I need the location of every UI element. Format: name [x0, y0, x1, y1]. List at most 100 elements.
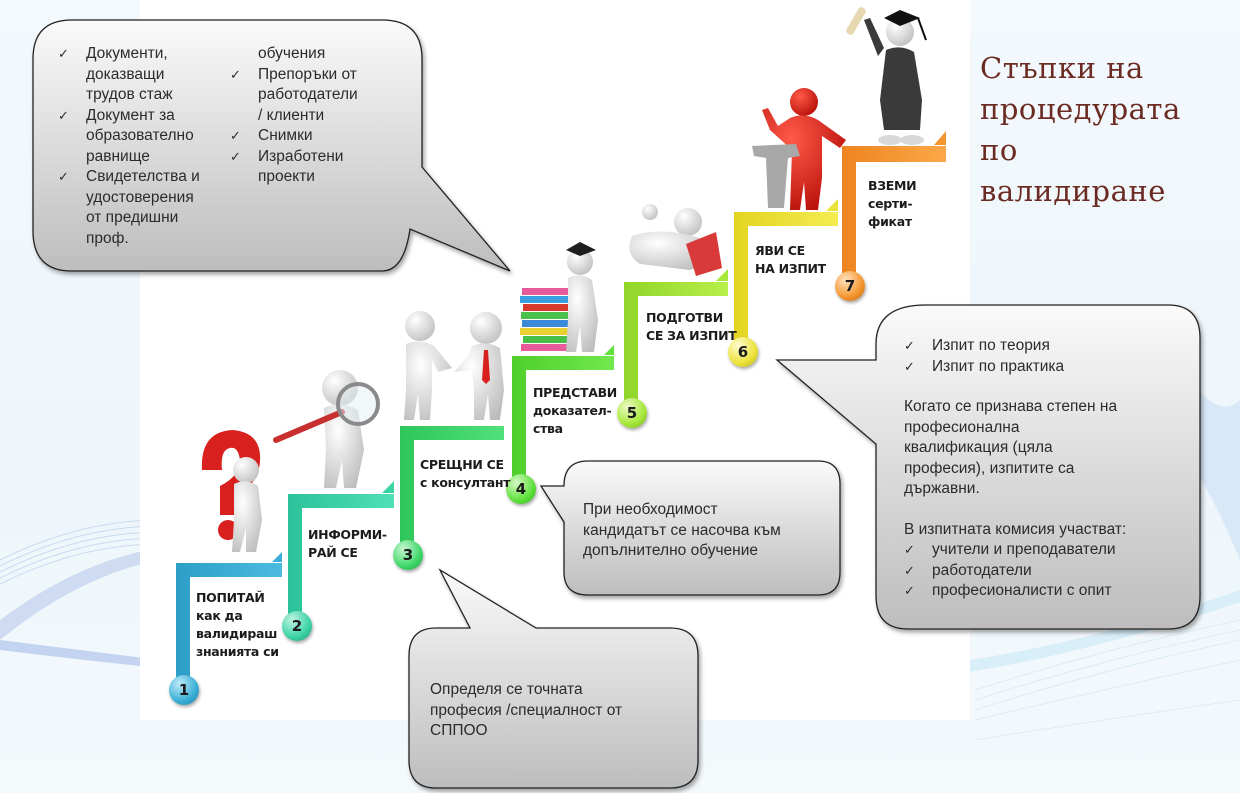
list-item-text: работодатели: [932, 561, 1032, 579]
step-2-label: ИНФОРМИ- РАЙ СЕ: [308, 526, 387, 562]
list-item-text: трудов стаж: [86, 86, 173, 103]
list-item: ✓Изпит по практика: [904, 357, 1126, 378]
check-icon: ✓: [58, 46, 69, 61]
list-item: ✓ Изпит по теория: [904, 336, 1126, 357]
check-icon: ✓: [904, 338, 915, 353]
step-3-title: СРЕЩНИ СЕ: [420, 457, 504, 472]
title-line: процедурата: [980, 92, 1181, 126]
text-line: професионална: [904, 418, 1020, 436]
step-7-corner: [934, 131, 946, 145]
step-2-number: 2: [282, 611, 312, 641]
step-3-subtitle-line: с консултант: [420, 475, 511, 490]
list-item-text: Снимки: [258, 127, 313, 144]
text-line: допълнително обучение: [583, 542, 759, 559]
handshake-figures-icon: [404, 311, 504, 420]
step-1-bar: [176, 563, 282, 682]
text-line: СППОО: [430, 722, 488, 739]
check-icon: ✓: [58, 169, 69, 184]
list-item-text: равнище: [86, 147, 150, 165]
magnifier-figure-icon: [273, 370, 380, 488]
list-item-text: работодатели: [258, 86, 358, 103]
step-1-subtitle-line: валидираш: [196, 626, 278, 641]
list-item-text: Препоръки от: [258, 65, 357, 83]
profession-text: Определя се точната професия /специалнос…: [430, 680, 622, 742]
list-item: ✓учители и преподаватели: [904, 540, 1126, 561]
list-item-text: проекти: [258, 168, 315, 185]
graduate-diploma-icon: [846, 7, 927, 145]
list-item: ✓ Препоръки от: [230, 65, 358, 86]
step-6-title-line: НА ИЗПИТ: [755, 261, 826, 276]
list-item-text: обучения: [258, 45, 326, 62]
question-mark-thinker-icon: [201, 430, 262, 552]
list-item: ✓работодатели: [904, 561, 1126, 582]
step-4-subtitle-line: ства: [533, 421, 563, 436]
step-3-bar: [400, 426, 504, 548]
list-item-text: Изработени: [258, 147, 344, 165]
step-1-corner: [272, 552, 282, 562]
callout-exam-shape: [775, 304, 1201, 630]
text-line: Определя се точната: [430, 681, 583, 698]
list-item-text: доказващи: [86, 65, 165, 83]
exam-text: ✓ Изпит по теория ✓Изпит по практика Кога…: [904, 336, 1126, 602]
step-5-number: 5: [617, 398, 647, 428]
commission-heading: В изпитната комисия участват:: [904, 520, 1127, 538]
step-1-subtitle-line: как да: [196, 608, 243, 623]
step-4-subtitle-line: доказател-: [533, 403, 612, 418]
step-5-corner: [716, 269, 728, 281]
text-line: Когато се признава степен на: [904, 398, 1118, 415]
list-item-text: удостоверения: [86, 188, 194, 206]
step-6-label: ЯВИ СЕ НА ИЗПИТ: [755, 242, 826, 278]
step-1-subtitle-line: знанията си: [196, 644, 279, 659]
documents-col1: ✓Документи, доказващи трудов стаж ✓Докум…: [58, 44, 200, 249]
text-line: професия /специалност от: [430, 701, 623, 719]
list-item: ✓ Изработени: [230, 147, 358, 168]
check-icon: ✓: [230, 66, 241, 82]
callout-profession-shape: [408, 568, 699, 789]
list-item-text: Документ за: [86, 106, 175, 124]
step-5-title-line: ПОДГОТВИ: [646, 310, 723, 325]
title-line: Стъпки на: [980, 51, 1144, 85]
text-line: кандидатът се насочва към: [583, 521, 781, 539]
reading-figure-icon: [629, 204, 722, 276]
check-icon: ✓: [904, 358, 915, 374]
step-1-title: ПОПИТАЙ: [196, 590, 265, 605]
step-5-title-line: СЕ ЗА ИЗПИТ: [646, 328, 737, 343]
step-2-title-line: ИНФОРМИ-: [308, 527, 387, 542]
list-item-text: проф.: [86, 229, 129, 247]
title-line: по: [980, 133, 1018, 167]
page-title: Стъпки на процедурата по валидиране: [980, 48, 1230, 212]
list-item: ✓ Документ за: [58, 106, 200, 127]
check-icon: ✓: [58, 107, 69, 123]
list-item-text: учители и преподаватели: [932, 541, 1116, 558]
step-4-number: 4: [506, 474, 536, 504]
list-item: ✓Свидетелства и: [58, 167, 200, 188]
step-4-label: ПРЕДСТАВИ доказател- ства: [533, 384, 617, 438]
step-5-bar: [624, 282, 728, 404]
podium-speaker-icon: [752, 88, 846, 210]
step-7-subtitle-line: фикат: [868, 214, 912, 229]
step-4-title: ПРЕДСТАВИ: [533, 385, 617, 400]
check-icon: ✓: [230, 128, 241, 143]
step-2-title-line: РАЙ СЕ: [308, 545, 358, 560]
books-graduate-icon: [520, 242, 598, 352]
check-icon: ✓: [230, 148, 241, 164]
step-3-number: 3: [393, 540, 423, 570]
list-item-text: професионалисти с опит: [932, 582, 1112, 599]
callout-training-shape: [539, 460, 841, 596]
documents-col2: обучения ✓ Препоръки от работодатели / кл…: [230, 44, 358, 188]
step-6-corner: [826, 199, 838, 211]
list-item-text: от предишни: [86, 209, 179, 226]
text-line: квалификация (цяла: [904, 439, 1053, 456]
check-icon: ✓: [904, 583, 915, 598]
step-6-bar: [734, 212, 838, 342]
text-line: професия), изпитите са: [904, 459, 1075, 477]
step-5-label: ПОДГОТВИ СЕ ЗА ИЗПИТ: [646, 309, 737, 345]
list-item-text: / клиенти: [258, 106, 325, 124]
training-text: При необходимост кандидатът се насочва к…: [583, 500, 781, 562]
step-3-label: СРЕЩНИ СЕ с консултант: [420, 456, 510, 492]
step-6-title-line: ЯВИ СЕ: [755, 243, 805, 258]
step-1-number: 1: [169, 675, 199, 705]
list-item-text: Изпит по теория: [932, 337, 1050, 354]
step-7-label: ВЗЕМИ серти- фикат: [868, 177, 917, 231]
